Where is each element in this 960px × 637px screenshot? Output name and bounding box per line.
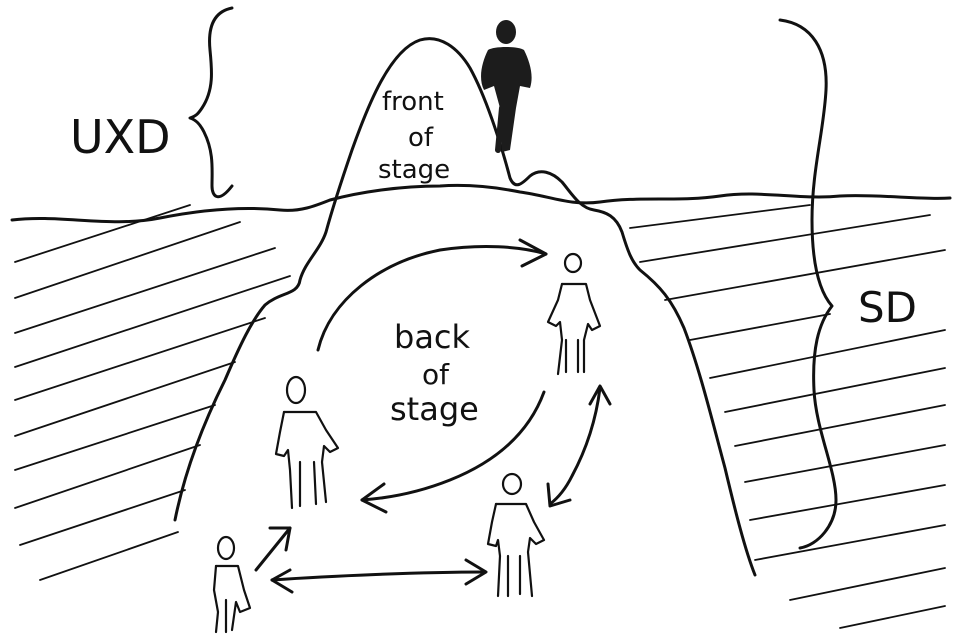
iceberg-outline [173,37,757,577]
back-of-stage-line-1: back [394,318,471,356]
front-of-stage-line-3: stage [378,155,450,185]
front-stage-performer-figure [481,20,532,153]
front-of-stage-line-2: of [408,123,434,153]
backstage-figure-bottom-right [486,472,546,598]
backstage-figure-middle-left [274,375,340,510]
front-of-stage-label: front of stage [378,87,450,185]
right-double-arrow [546,384,612,508]
right-water-hatching [629,204,946,629]
water-surface-line [10,183,952,224]
bottom-double-arrow [270,558,488,594]
uxd-label: UXD [70,110,171,164]
top-curved-arrow [316,238,548,352]
back-of-stage-line-2: of [422,358,450,391]
sd-label: SD [858,283,917,332]
diagonal-arrow [254,526,292,572]
backstage-figure-bottom-left [212,535,252,634]
back-of-stage-line-3: stage [390,390,479,428]
middle-curved-arrow [360,390,546,514]
sd-brace [778,18,838,550]
uxd-brace [188,6,234,199]
backstage-figure-top-right [546,252,602,376]
back-of-stage-label: back of stage [390,318,479,428]
front-of-stage-line-1: front [382,87,444,117]
left-water-hatching [14,204,291,581]
